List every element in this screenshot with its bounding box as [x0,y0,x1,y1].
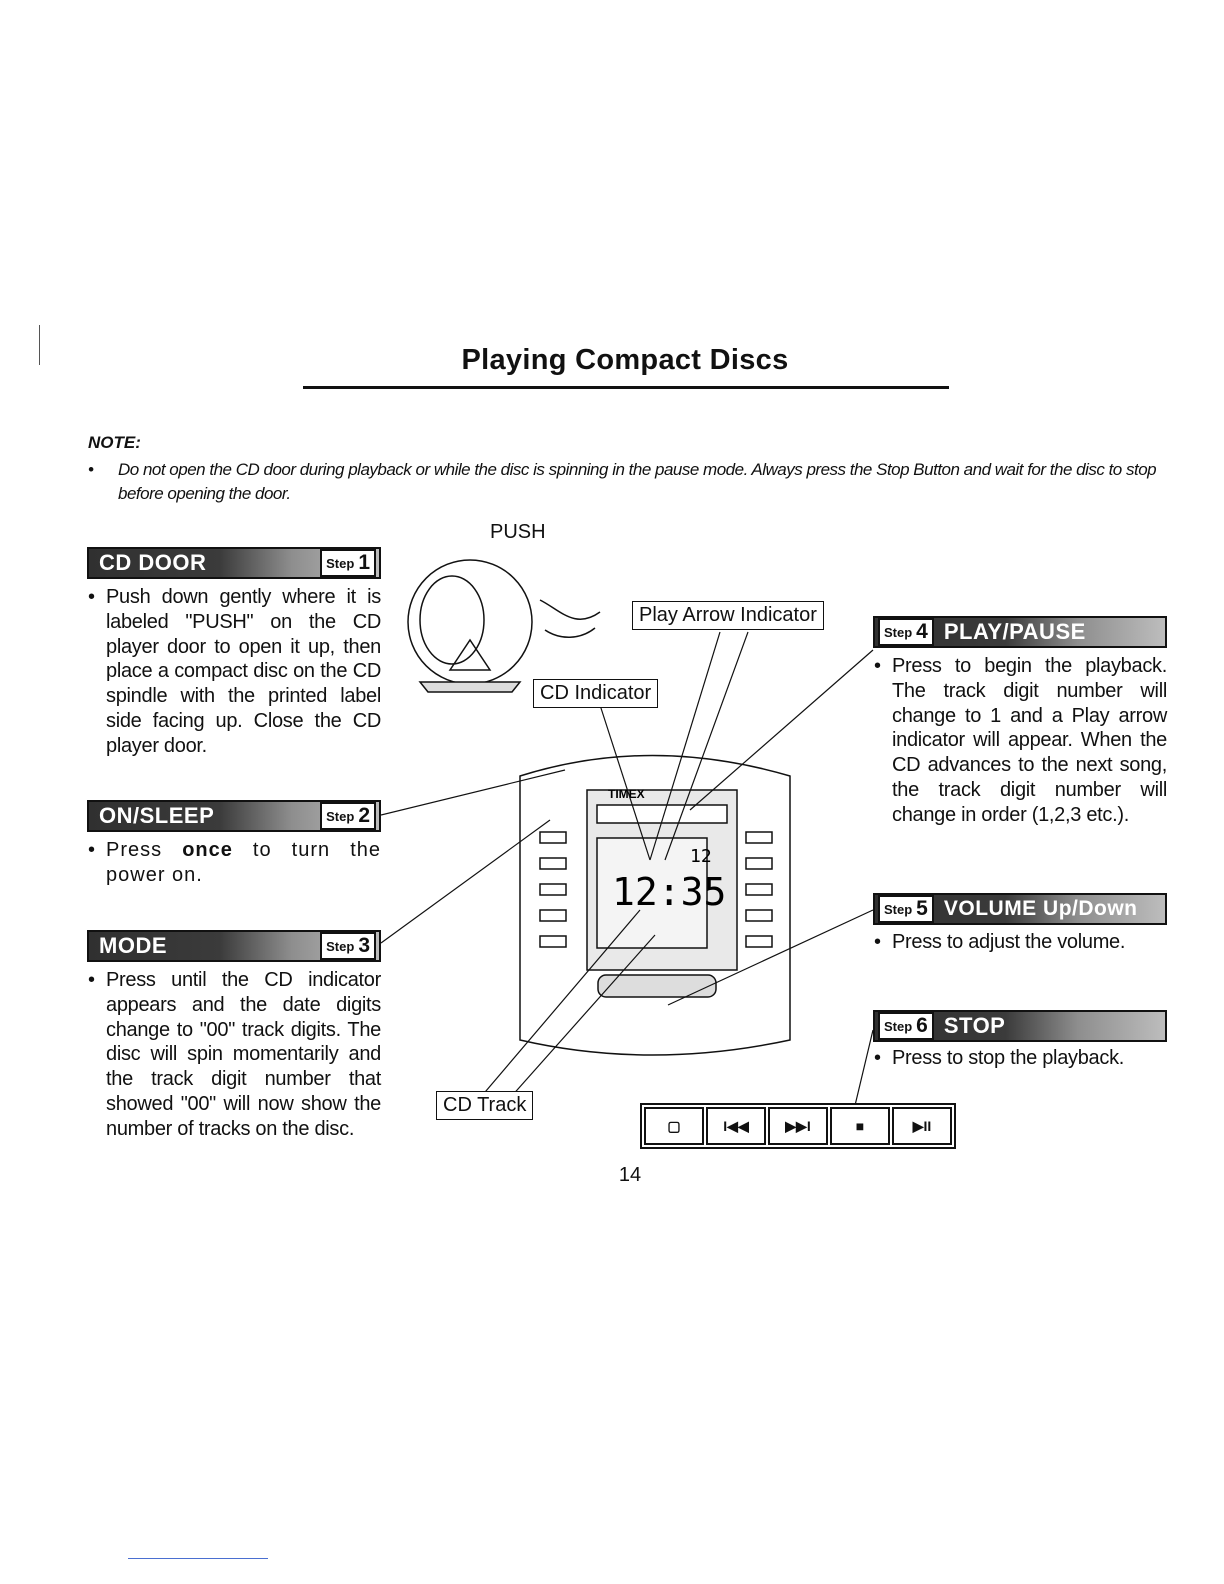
step2-title: ON/SLEEP [99,803,215,828]
leader-lines [380,631,874,1119]
device-clock-digits: 12:35 [612,870,726,914]
margin-mark [39,325,40,365]
cd-control-buttons: ▢ I◀◀ ▶▶I ■ ▶II [640,1103,956,1149]
step2-badge: Step 2 [320,802,376,830]
step4-title: PLAY/PAUSE [943,619,1086,644]
step3-title: MODE [99,933,167,958]
note-body: • Do not open the CD door during playbac… [88,434,1178,503]
page-title: Playing Compact Discs [461,344,789,376]
step5-text: Press to adjust the volume. [892,931,1126,953]
step1-text: Push down gently where it is labeled "PU… [106,586,381,757]
step1-header: CD DOOR Step 1 [87,547,381,579]
step3-body: • Press until the CD indicator appears a… [88,968,381,1142]
step6-body: • Press to stop the playback. [874,1046,1167,1071]
step5-badge: Step 5 [878,895,934,923]
step5-body: • Press to adjust the volume. [874,930,1167,955]
step-number: 4 [916,620,928,643]
step6-text: Press to stop the playback. [892,1047,1125,1069]
cd-mode-button[interactable]: ▢ [644,1107,704,1145]
footer-rule [128,1558,268,1559]
play-pause-button[interactable]: ▶II [892,1107,952,1145]
step-number: 6 [916,1014,928,1037]
step-number: 3 [358,934,370,957]
callout-cd-indicator: CD Indicator [533,679,659,708]
bullet: • [88,586,95,608]
step4-body: • Press to begin the playback. The track… [874,654,1167,828]
step-word: Step [326,555,355,571]
step4-badge: Step 4 [878,618,934,646]
skip-back-button[interactable]: I◀◀ [706,1107,766,1145]
step1-badge: Step 1 [320,549,376,577]
step2-text-a: Press [106,839,183,861]
step4-header: Step 4 PLAY/PAUSE [873,616,1167,648]
step2-body: • Press once to turn the power on. [88,838,381,888]
step2-header: ON/SLEEP Step 2 [87,800,381,832]
note-label: NOTE: [88,433,141,452]
device-track-digits: 12 [690,846,712,867]
device-brand: TIMEX [608,787,645,801]
step-word: Step [884,901,913,917]
step3-text: Press until the CD indicator appears and… [106,969,381,1140]
bullet: • [874,931,881,953]
step1-body: • Push down gently where it is labeled "… [88,585,381,759]
cd-door-illustration [407,559,601,693]
step-number: 5 [916,897,928,920]
bullet: • [88,969,95,991]
bullet: • [874,655,881,677]
push-label: PUSH [490,521,546,543]
bullet: • [88,839,97,861]
step6-header: Step 6 STOP [873,1010,1167,1042]
step2-text: Press once to turn the power on. [106,838,381,888]
callout-play-arrow: Play Arrow Indicator [632,601,824,630]
step3-badge: Step 3 [320,932,376,960]
step6-badge: Step 6 [878,1012,934,1040]
step-word: Step [884,624,913,640]
step6-title: STOP [943,1013,1006,1038]
step5-header: Step 5 VOLUME Up/Down [873,893,1167,925]
bullet: • [874,1047,881,1069]
page-number: 14 [618,1164,642,1186]
step3-header: MODE Step 3 [87,930,381,962]
clock-radio-illustration [519,754,791,1056]
skip-forward-button[interactable]: ▶▶I [768,1107,828,1145]
step2-text-b: to turn the power on. [106,839,381,886]
step1-title: CD DOOR [99,550,207,575]
note-bullet: • [88,460,94,479]
callout-cd-track: CD Track [436,1091,534,1120]
step-word: Step [326,808,355,824]
step-word: Step [884,1018,913,1034]
step-number: 1 [358,551,370,574]
step5-title: VOLUME Up/Down [943,897,1138,920]
stop-button[interactable]: ■ [830,1107,890,1145]
step2-text-bold: once [182,839,233,861]
note-text: Do not open the CD door during playback … [118,460,1157,503]
title-underline [303,386,949,389]
step-number: 2 [358,804,370,827]
step4-text: Press to begin the playback. The track d… [892,655,1167,826]
step-word: Step [326,938,355,954]
